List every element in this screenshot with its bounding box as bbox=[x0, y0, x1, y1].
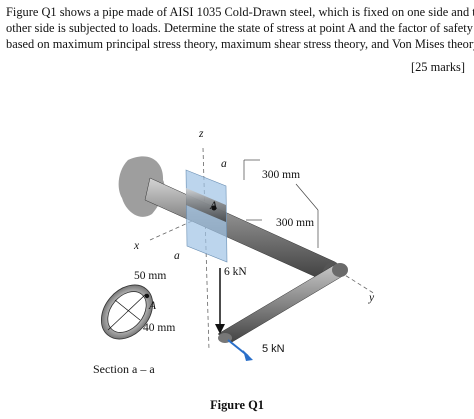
dimension-300mm-1: 300 mm bbox=[262, 169, 301, 181]
dimension-300mm-2: 300 mm bbox=[276, 217, 315, 229]
x-axis-label: x bbox=[134, 240, 140, 252]
force-5kn-label: 5 kN bbox=[262, 343, 285, 355]
section-view bbox=[100, 284, 154, 340]
z-axis-label: z bbox=[199, 128, 204, 140]
y-axis-label: y bbox=[369, 292, 375, 304]
section-outer-diameter: 50 mm bbox=[134, 270, 167, 282]
problem-line-3: based on maximum principal stress theory… bbox=[6, 37, 474, 51]
section-mark-bottom: a bbox=[174, 250, 180, 262]
point-a-marker bbox=[211, 205, 217, 211]
section-inner-diameter: 40 mm bbox=[143, 322, 176, 334]
y-axis bbox=[339, 271, 376, 295]
point-a-label: A bbox=[210, 200, 218, 212]
force-6kn-label: 6 kN bbox=[224, 266, 247, 278]
problem-line-1: Figure Q1 shows a pipe made of AISI 1035… bbox=[6, 5, 474, 19]
section-caption: Section a – a bbox=[93, 362, 155, 376]
problem-line-2: other side is subjected to loads. Determ… bbox=[6, 21, 473, 35]
marks-label: [25 marks] bbox=[410, 60, 465, 74]
section-point-a-label: A bbox=[149, 300, 157, 312]
problem-statement: Figure Q1 shows a pipe made of AISI 1035… bbox=[6, 4, 474, 52]
section-mark-top: a bbox=[221, 158, 227, 170]
figure-caption: Figure Q1 bbox=[210, 398, 264, 412]
